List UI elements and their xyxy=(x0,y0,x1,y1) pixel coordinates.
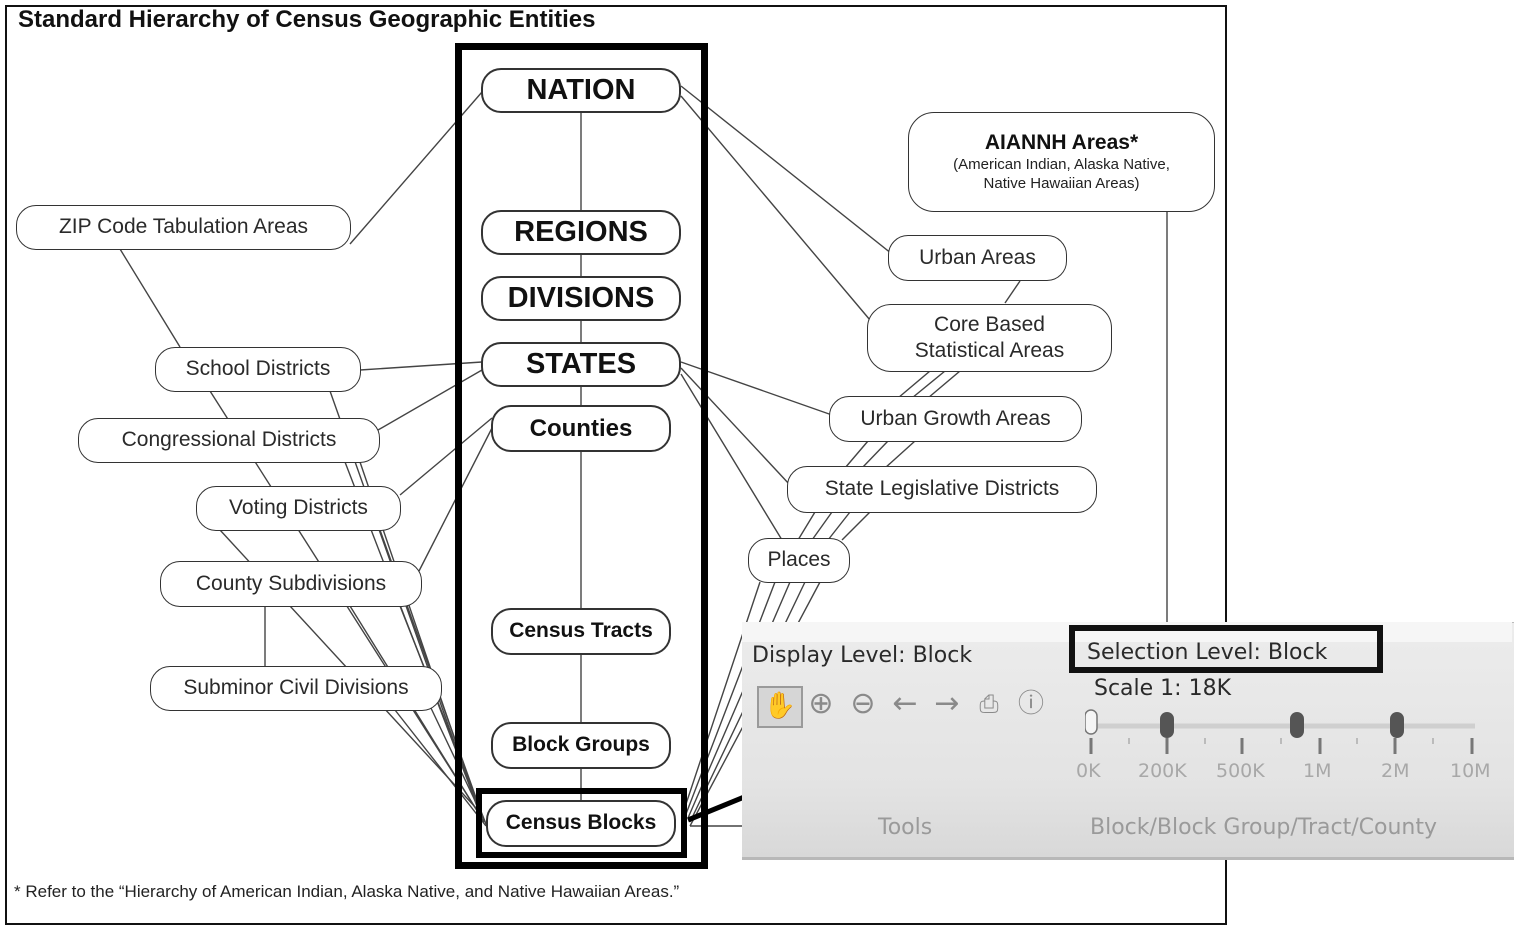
node-counties: Counties xyxy=(491,405,671,452)
node-school-districts: School Districts xyxy=(155,347,361,392)
selection-level-label: Selection Level: Block xyxy=(1087,640,1328,665)
node-congressional-districts: Congressional Districts xyxy=(78,418,380,463)
hand-pan-icon[interactable]: ✋ xyxy=(757,686,803,728)
node-subminor-civil-divisions: Subminor Civil Divisions xyxy=(150,666,442,711)
node-zcta: ZIP Code Tabulation Areas xyxy=(16,205,351,250)
scale-tick-500k: 500K xyxy=(1216,760,1265,782)
node-core-based-statistical-areas: Core Based Statistical Areas xyxy=(867,304,1112,372)
display-level-label: Display Level: Block xyxy=(752,643,973,668)
node-block-groups: Block Groups xyxy=(491,722,671,769)
levels-group-label: Block/Block Group/Tract/County xyxy=(1090,815,1438,840)
node-divisions: DIVISIONS xyxy=(481,276,681,321)
scale-slider[interactable] xyxy=(1085,702,1485,762)
node-states: STATES xyxy=(481,342,681,387)
node-voting-districts: Voting Districts xyxy=(196,486,401,531)
cbsa-line-2: Statistical Areas xyxy=(914,339,1065,362)
scale-tick-2m: 2M xyxy=(1381,760,1410,782)
scale-tick-0k: 0K xyxy=(1076,760,1101,782)
figure-title: Standard Hierarchy of Census Geographic … xyxy=(18,6,596,33)
print-icon[interactable]: ⎙ xyxy=(979,690,999,718)
info-icon[interactable]: ⓘ xyxy=(1017,689,1044,719)
node-urban-growth-areas: Urban Growth Areas xyxy=(829,396,1082,442)
node-urban-areas: Urban Areas xyxy=(888,235,1067,281)
node-nation: NATION xyxy=(481,68,681,113)
selection-level-highlight-box xyxy=(1069,625,1383,673)
node-county-subdivisions: County Subdivisions xyxy=(160,561,422,607)
footnote: * Refer to the “Hierarchy of American In… xyxy=(14,882,680,901)
scale-label: Scale 1: 18K xyxy=(1094,676,1232,701)
forward-arrow-icon[interactable]: → xyxy=(934,686,960,721)
scale-tick-200k: 200K xyxy=(1138,760,1187,782)
scale-tick-10m: 10M xyxy=(1450,760,1491,782)
back-arrow-icon[interactable]: ← xyxy=(892,686,918,721)
node-census-blocks: Census Blocks xyxy=(486,800,676,847)
aiannh-title: AIANNH Areas* xyxy=(984,131,1139,155)
scale-tick-1m: 1M xyxy=(1303,760,1332,782)
census-blocks-highlight-box xyxy=(476,788,687,858)
node-places: Places xyxy=(748,538,850,583)
node-state-legislative-districts: State Legislative Districts xyxy=(787,466,1097,513)
node-aiannh-areas: AIANNH Areas* (American Indian, Alaska N… xyxy=(908,112,1215,212)
zoom-out-icon[interactable]: ⊖ xyxy=(850,686,876,721)
aiannh-subtitle-line-1: (American Indian, Alaska Native, xyxy=(953,156,1170,174)
cbsa-line-1: Core Based xyxy=(934,312,1045,336)
tools-group-label: Tools xyxy=(878,815,933,840)
zoom-in-icon[interactable]: ⊕ xyxy=(808,686,834,721)
spine-highlight-box xyxy=(455,43,708,869)
node-regions: REGIONS xyxy=(481,210,681,255)
node-census-tracts: Census Tracts xyxy=(491,608,671,655)
aiannh-subtitle-line-2: Native Hawaiian Areas) xyxy=(983,175,1140,193)
